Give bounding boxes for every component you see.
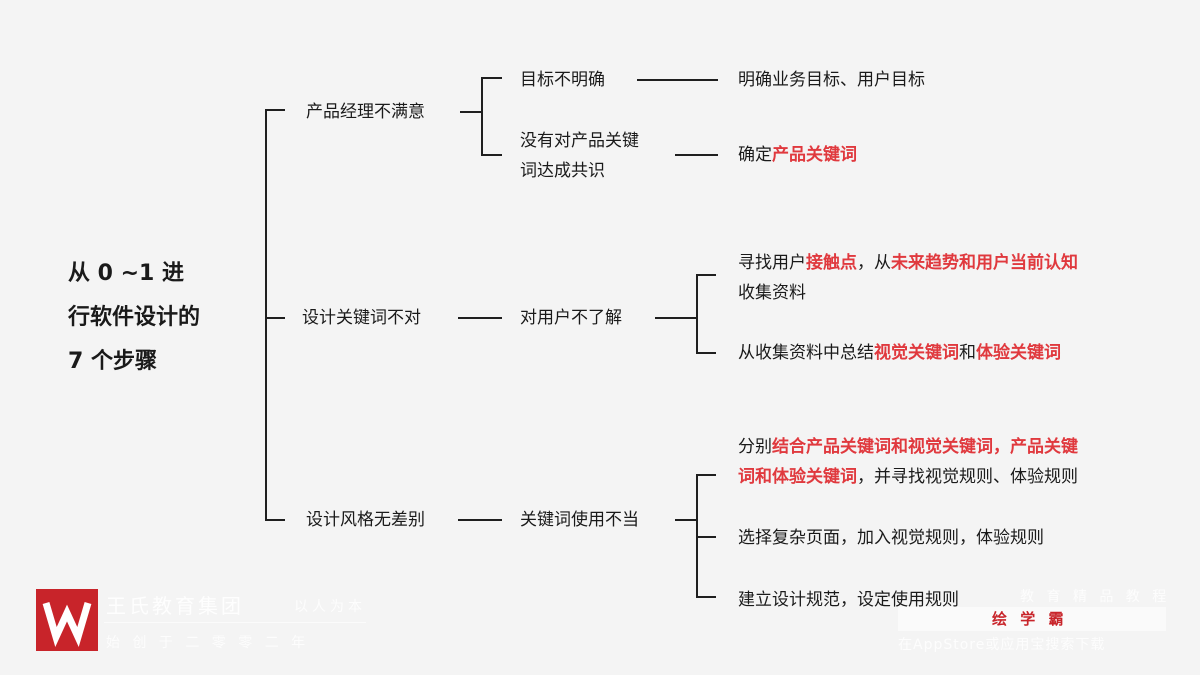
watermark-divider [104, 622, 366, 623]
solution-line: 选择复杂页面，加入视觉规则，体验规则 [738, 523, 1044, 553]
solution-text: 确定产品关键词 [738, 140, 857, 170]
solution-segment: ，从 [857, 253, 891, 273]
solution-line: 词和体验关键词，并寻找视觉规则、体验规则 [738, 462, 1078, 492]
b1-bracket [481, 77, 502, 156]
solution-line: 寻找用户接触点，从未来趋势和用户当前认知 [738, 248, 1078, 278]
w-logo-icon [42, 602, 92, 647]
solution-text: 寻找用户接触点，从未来趋势和用户当前认知收集资料 [738, 248, 1078, 308]
solution-line: 明确业务目标、用户目标 [738, 65, 925, 95]
solution-line: 从收集资料中总结视觉关键词和体验关键词 [738, 338, 1061, 368]
solution-line: 收集资料 [738, 278, 1078, 308]
solution-segment: 从收集资料中总结 [738, 343, 874, 363]
root-bracket [265, 109, 285, 521]
watermark-course: 教 育 精 品 教 程 [1020, 589, 1171, 605]
solution-segment: 收集资料 [738, 283, 806, 303]
highlight-keyword: 产品关键词 [772, 145, 857, 165]
solution-text: 从收集资料中总结视觉关键词和体验关键词 [738, 338, 1061, 368]
highlight-keyword: 视觉关键词 [874, 343, 959, 363]
watermark-company: 王氏教育集团 [106, 594, 244, 618]
watermark-slogan: 以人为本 [294, 599, 366, 615]
cause-label: 没有对产品关键 词达成共识 [520, 126, 639, 186]
solution-line: 分别结合产品关键词和视觉关键词，产品关键 [738, 432, 1078, 462]
cause-label: 关键词使用不当 [520, 510, 639, 530]
highlight-keyword: 体验关键词 [976, 343, 1061, 363]
solution-segment: 建立设计规范，设定使用规则 [738, 590, 959, 610]
solution-text: 选择复杂页面，加入视觉规则，体验规则 [738, 523, 1044, 553]
solution-segment: 寻找用户 [738, 253, 806, 273]
watermark-download: 在AppStore或应用宝搜索下载 [898, 637, 1106, 653]
b2-bracket [696, 274, 716, 354]
branch-label: 设计关键词不对 [302, 308, 421, 328]
cause-label: 目标不明确 [520, 70, 605, 90]
solution-text: 明确业务目标、用户目标 [738, 65, 925, 95]
solution-segment: 选择复杂页面，加入视觉规则，体验规则 [738, 528, 1044, 548]
root-title: 从 0 ~1 进 行软件设计的 7 个步骤 [68, 252, 200, 384]
highlight-keyword: 接触点 [806, 253, 857, 273]
watermark-founded: 始 创 于 二 零 零 二 年 [106, 635, 310, 651]
root-title-line3: 7 个步骤 [68, 349, 157, 374]
solution-segment: 明确业务目标、用户目标 [738, 70, 925, 90]
root-title-line1: 从 0 ~1 进 [68, 261, 185, 286]
solution-segment: 确定 [738, 145, 772, 165]
cause-label-line: 没有对产品关键 [520, 131, 639, 151]
cause-label-line: 词达成共识 [520, 161, 605, 181]
root-title-line2: 行软件设计的 [68, 305, 201, 330]
highlight-keyword: 词和体验关键词 [738, 467, 857, 487]
branch-label: 设计风格无差别 [306, 510, 425, 530]
watermark-app-box [898, 607, 1166, 631]
solution-segment: ，并寻找视觉规则、体验规则 [857, 467, 1078, 487]
cause-label: 对用户不了解 [520, 308, 622, 328]
highlight-keyword: 未来趋势和用户当前认知 [891, 253, 1078, 273]
branch-label: 产品经理不满意 [306, 102, 425, 122]
highlight-keyword: 结合产品关键词和视觉关键词，产品关键 [772, 437, 1078, 457]
solution-line: 建立设计规范，设定使用规则 [738, 585, 959, 615]
solution-segment: 分别 [738, 437, 772, 457]
brand-logo [36, 589, 98, 651]
solution-text: 建立设计规范，设定使用规则 [738, 585, 959, 615]
solution-segment: 和 [959, 343, 976, 363]
solution-text: 分别结合产品关键词和视觉关键词，产品关键词和体验关键词，并寻找视觉规则、体验规则 [738, 432, 1078, 492]
solution-line: 确定产品关键词 [738, 140, 857, 170]
watermark-app-name: 绘 学 霸 [992, 610, 1068, 628]
